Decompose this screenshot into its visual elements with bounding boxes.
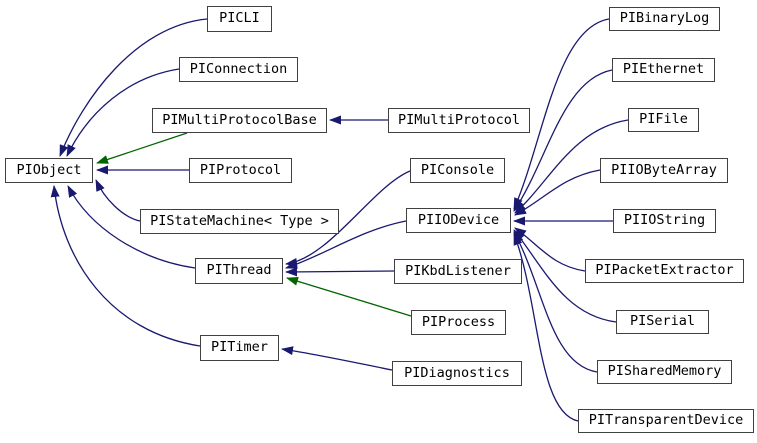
edge-PIConnection-to-PIObject [66,68,180,157]
edge-PIIOByteArray-to-PIIODevice [514,169,601,216]
class-node-PIDiagnostics[interactable]: PIDiagnostics [392,361,522,386]
edge-PITimer-to-PIObject [50,185,201,347]
edge-PIEthernet-to-PIIODevice [513,69,613,212]
class-node-PIIODevice[interactable]: PIIODevice [406,208,511,233]
class-node-PISharedMemory[interactable]: PISharedMemory [597,360,732,384]
edge-PIKbdListener-to-PIThread [285,267,395,277]
class-node-PICLI[interactable]: PICLI [207,6,272,32]
edge-PIConsole-to-PIThread [285,170,411,267]
edge-PICLI-to-PIObject [59,18,208,157]
edge-PIDiagnostics-to-PITimer [281,346,393,371]
edge-PISerial-to-PIIODevice [513,229,617,323]
class-node-PIKbdListener[interactable]: PIKbdListener [394,259,522,284]
edge-PIBinaryLog-to-PIIODevice [513,18,610,210]
class-node-PIProcess[interactable]: PIProcess [411,310,506,335]
class-node-PIObject[interactable]: PIObject [5,158,93,183]
class-node-PIStateMachine[interactable]: PIStateMachine< Type > [140,209,339,234]
class-node-PITimer[interactable]: PITimer [200,335,279,361]
edge-PISharedMemory-to-PIIODevice [513,231,598,373]
class-node-PIConnection[interactable]: PIConnection [179,57,298,82]
class-node-PIMultiProtocol[interactable]: PIMultiProtocol [388,108,530,133]
class-node-PIConsole[interactable]: PIConsole [410,158,505,183]
class-node-PIIOByteArray[interactable]: PIIOByteArray [600,158,728,183]
class-node-PIProtocol[interactable]: PIProtocol [189,158,292,183]
class-node-PIBinaryLog[interactable]: PIBinaryLog [609,7,720,31]
class-node-PIThread[interactable]: PIThread [195,258,283,284]
edge-PIProcess-to-PIThread [286,276,412,317]
edge-PITransparentDevice-to-PIIODevice [513,233,579,422]
edge-PIPacketExtractor-to-PIIODevice [514,227,586,272]
class-node-PIIOString[interactable]: PIIOString [613,209,716,233]
class-node-PIEthernet[interactable]: PIEthernet [612,58,715,82]
class-node-PIPacketExtractor[interactable]: PIPacketExtractor [585,259,744,283]
class-node-PITransparentDevice[interactable]: PITransparentDevice [578,409,754,433]
class-node-PIFile[interactable]: PIFile [628,108,699,132]
class-node-PIMultiProtocolBase[interactable]: PIMultiProtocolBase [152,108,327,133]
edge-PIFile-to-PIIODevice [514,119,629,214]
edge-PIIODevice-to-PIThread [285,220,407,269]
class-node-PISerial[interactable]: PISerial [616,310,709,334]
edge-PIMultiProtocolBase-to-PIObject [96,132,188,164]
edge-PIStateMachine-to-PIObject [95,179,141,222]
edge-PIThread-to-PIObject [67,185,196,269]
